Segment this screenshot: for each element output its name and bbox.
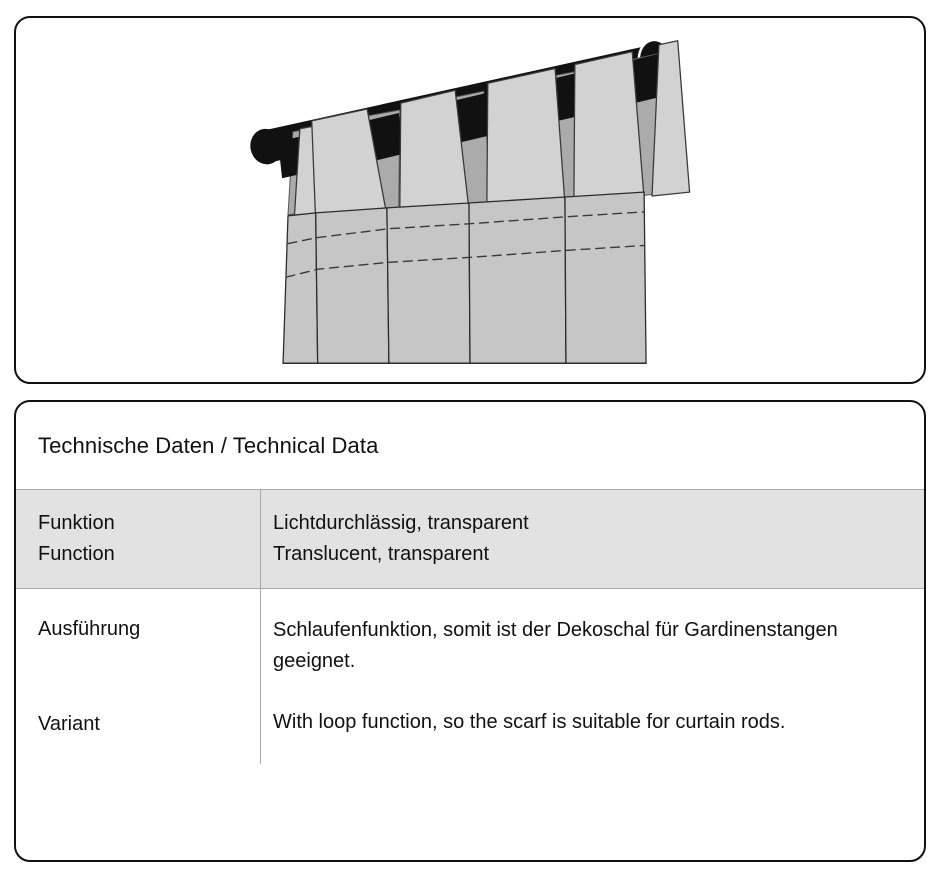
illustration-panel — [14, 16, 926, 384]
row-value-de: Lichtdurchlässig, transparent — [273, 512, 529, 534]
technical-data-panel: Technische Daten / Technical Data Funkti… — [14, 400, 926, 862]
curtain-body-group — [282, 191, 647, 364]
row-label-en: Variant — [38, 712, 100, 735]
seam-dashed-lines — [285, 211, 645, 278]
row-value-en: With loop function, so the scarf is suit… — [273, 711, 786, 733]
table-title: Technische Daten / Technical Data — [38, 433, 379, 458]
row-label-cell-function: Funktion Function — [16, 489, 261, 589]
row-label-en: Function — [38, 543, 115, 565]
row-label-de: Funktion — [38, 512, 115, 534]
table-row: Funktion Function Lichtdurchlässig, tran… — [16, 489, 924, 589]
row-value-cell-variant: Schlaufenfunktion, somit ist der Dekosch… — [260, 588, 924, 764]
table-row: Ausführung Variant Schlaufenfunktion, so… — [16, 588, 924, 764]
row-value-de: Schlaufenfunktion, somit ist der Dekosch… — [273, 619, 838, 672]
row-label-de: Ausführung — [38, 617, 141, 640]
technical-data-table: Funktion Function Lichtdurchlässig, tran… — [16, 489, 924, 764]
row-value-en: Translucent, transparent — [273, 543, 490, 565]
curtain-loop-illustration — [250, 38, 691, 364]
row-value-cell-function: Lichtdurchlässig, transparent Translucen… — [260, 489, 924, 589]
row-label-cell-variant: Ausführung Variant — [16, 588, 261, 764]
